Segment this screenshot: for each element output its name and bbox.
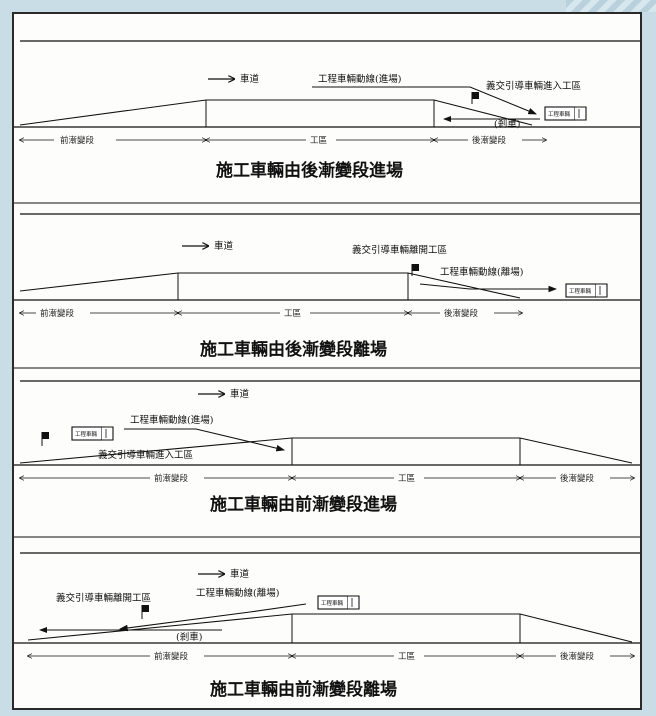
panel-title: 施工車輛由前漸變段離場 xyxy=(210,679,397,700)
work-zone-taper xyxy=(27,613,633,643)
road-label: 車道 xyxy=(240,73,260,85)
flag-icon xyxy=(411,264,419,276)
route-arrow xyxy=(419,283,558,293)
work-zone-taper xyxy=(19,437,633,464)
flag-icon xyxy=(41,432,49,446)
panel-title: 施工車輛由後漸變段離場 xyxy=(200,339,387,360)
road-direction: 車道 xyxy=(198,388,250,400)
guide-label: 義交引導車輛離開工區 xyxy=(352,244,447,256)
road-label: 車道 xyxy=(230,568,250,580)
segment-label: 後漸變段 xyxy=(560,473,595,484)
brake-label: (剎車) xyxy=(176,631,202,643)
segment-label: 後漸變段 xyxy=(560,651,595,662)
segment-label: 後漸變段 xyxy=(472,135,507,146)
segment-dimensions: 前漸變段 工區 後漸變段 xyxy=(28,650,634,662)
route-arrow xyxy=(118,603,307,632)
truck-icon: 工程車輛 xyxy=(71,426,114,441)
truck-label: 工程車輛 xyxy=(321,599,344,607)
corner-decoration xyxy=(566,0,656,12)
guide-label: 義交引導車輛進入工區 xyxy=(98,449,193,461)
road-direction: 車道 xyxy=(198,568,250,580)
flag-icon xyxy=(141,605,149,619)
segment-label: 工區 xyxy=(398,652,415,662)
truck-label: 工程車輛 xyxy=(75,430,98,438)
route-label: 工程車輛動線(離場) xyxy=(196,587,279,599)
guide-label: 義交引導車輛進入工區 xyxy=(486,80,581,92)
diagram-frame xyxy=(12,12,642,710)
road-label: 車道 xyxy=(230,388,250,400)
truck-icon: 工程車輛 xyxy=(565,283,608,298)
truck-label: 工程車輛 xyxy=(569,287,592,295)
panel-title: 施工車輛由前漸變段進場 xyxy=(210,494,397,515)
segment-dimensions: 前漸變段 工區 後漸變段 xyxy=(20,307,522,319)
segment-label: 工區 xyxy=(398,474,415,484)
segment-label: 前漸變段 xyxy=(60,135,95,146)
route-arrow xyxy=(124,428,286,452)
segment-dimensions: 前漸變段 工區 後漸變段 xyxy=(20,134,546,146)
truck-label: 工程車輛 xyxy=(548,110,571,118)
truck-icon: 工程車輛 xyxy=(317,595,360,610)
flag-icon xyxy=(471,92,479,104)
road-direction: 車道 xyxy=(182,240,234,252)
segment-label: 前漸變段 xyxy=(154,473,189,484)
panel-2: 車道 義交引導車輛離開工區 工程車輛動線(離場) 工程車輛 前漸變段 工區 xyxy=(14,213,640,360)
road-label: 車道 xyxy=(214,240,234,252)
segment-label: 工區 xyxy=(284,309,301,319)
panel-title: 施工車輛由後漸變段進場 xyxy=(216,160,403,181)
panel-4: 車道 義交引導車輛離開工區 工程車輛動線(離場) (剎車) 工程車輛 前漸變段 … xyxy=(14,552,640,700)
road-direction: 車道 xyxy=(208,73,260,85)
brake-label: (剎車) xyxy=(494,118,520,130)
segment-label: 工區 xyxy=(310,136,327,146)
panel-1: 車道 工程車輛動線(進場) 義交引導車輛進入工區 (剎車) 工程車輛 前漸變段 … xyxy=(14,40,640,181)
route-arrow xyxy=(312,86,538,115)
work-zone-taper xyxy=(19,272,521,299)
segment-label: 後漸變段 xyxy=(444,308,479,319)
segment-label: 前漸變段 xyxy=(40,308,75,319)
panel-separators xyxy=(14,202,640,538)
guide-label: 義交引導車輛離開工區 xyxy=(56,592,151,604)
segment-dimensions: 前漸變段 工區 後漸變段 xyxy=(20,472,634,484)
panel-3: 車道 工程車輛 工程車輛動線(進場) 義交引導車輛進入工區 前漸變段 工區 xyxy=(14,380,640,515)
segment-label: 前漸變段 xyxy=(154,651,189,662)
route-label: 工程車輛動線(進場) xyxy=(318,73,401,85)
route-label: 工程車輛動線(離場) xyxy=(440,266,523,278)
route-label: 工程車輛動線(進場) xyxy=(130,414,213,426)
work-zone-taper xyxy=(19,99,533,126)
truck-icon: 工程車輛 xyxy=(544,106,587,121)
